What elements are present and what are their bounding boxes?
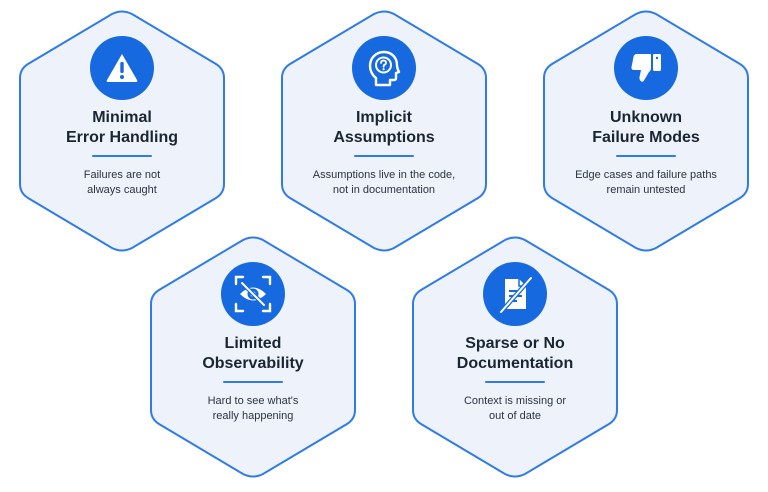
card-desc-line1: Context is missing or bbox=[463, 395, 567, 407]
card-desc-line2: really happening bbox=[212, 410, 294, 422]
card-title: Minimal Error Handling bbox=[26, 108, 218, 148]
eye-slash-icon bbox=[221, 262, 285, 326]
card-limited-observability: Limited Observability Hard to see what's… bbox=[147, 236, 359, 478]
card-title-line1: Unknown bbox=[610, 109, 682, 126]
divider bbox=[485, 381, 545, 383]
card-desc-line1: Failures are not bbox=[83, 169, 161, 181]
card-title: Unknown Failure Modes bbox=[550, 108, 742, 148]
divider bbox=[92, 155, 152, 157]
hexagon-shape bbox=[19, 10, 225, 252]
card-title-line1: Sparse or No bbox=[465, 335, 565, 352]
card-desc-line2: not in documentation bbox=[332, 184, 436, 196]
card-title-line2: Observability bbox=[202, 355, 304, 372]
hexagon-shape bbox=[150, 236, 356, 478]
card-minimal-error-handling: Minimal Error Handling Failures are not … bbox=[16, 10, 228, 252]
card-unknown-failure-modes: Unknown Failure Modes Edge cases and fai… bbox=[540, 10, 752, 252]
card-title-line2: Failure Modes bbox=[592, 129, 700, 146]
card-desc-line2: always caught bbox=[87, 184, 157, 196]
card-desc-line1: Assumptions live in the code, bbox=[312, 169, 456, 181]
divider bbox=[616, 155, 676, 157]
head-question-icon bbox=[352, 36, 416, 100]
card-desc-line2: remain untested bbox=[606, 184, 686, 196]
card-description: Assumptions live in the code, not in doc… bbox=[292, 168, 476, 198]
card-implicit-assumptions: Implicit Assumptions Assumptions live in… bbox=[278, 10, 490, 252]
document-slash-icon bbox=[483, 262, 547, 326]
card-title-line2: Documentation bbox=[456, 355, 574, 372]
thumbs-down-icon bbox=[614, 36, 678, 100]
card-desc-line2: out of date bbox=[489, 410, 541, 422]
card-title-line1: Implicit bbox=[355, 109, 412, 126]
card-title-line1: Minimal bbox=[92, 109, 152, 126]
card-title: Limited Observability bbox=[157, 334, 349, 374]
card-desc-line1: Edge cases and failure paths bbox=[575, 169, 717, 181]
card-title-line1: Limited bbox=[224, 335, 282, 352]
card-title: Sparse or No Documentation bbox=[419, 334, 611, 374]
card-sparse-documentation: Sparse or No Documentation Context is mi… bbox=[409, 236, 621, 478]
card-description: Hard to see what's really happening bbox=[161, 394, 345, 424]
hexagon-shape bbox=[281, 10, 487, 252]
hexagon-shape bbox=[412, 236, 618, 478]
warning-triangle-icon bbox=[90, 36, 154, 100]
card-description: Failures are not always caught bbox=[30, 168, 214, 198]
card-description: Edge cases and failure paths remain unte… bbox=[554, 168, 738, 198]
card-title-line2: Assumptions bbox=[333, 129, 435, 146]
divider bbox=[354, 155, 414, 157]
card-desc-line1: Hard to see what's bbox=[207, 395, 299, 407]
hexagon-shape bbox=[543, 10, 749, 252]
card-title-line2: Error Handling bbox=[65, 129, 178, 146]
divider bbox=[223, 381, 283, 383]
card-title: Implicit Assumptions bbox=[288, 108, 480, 148]
card-description: Context is missing or out of date bbox=[423, 394, 607, 424]
